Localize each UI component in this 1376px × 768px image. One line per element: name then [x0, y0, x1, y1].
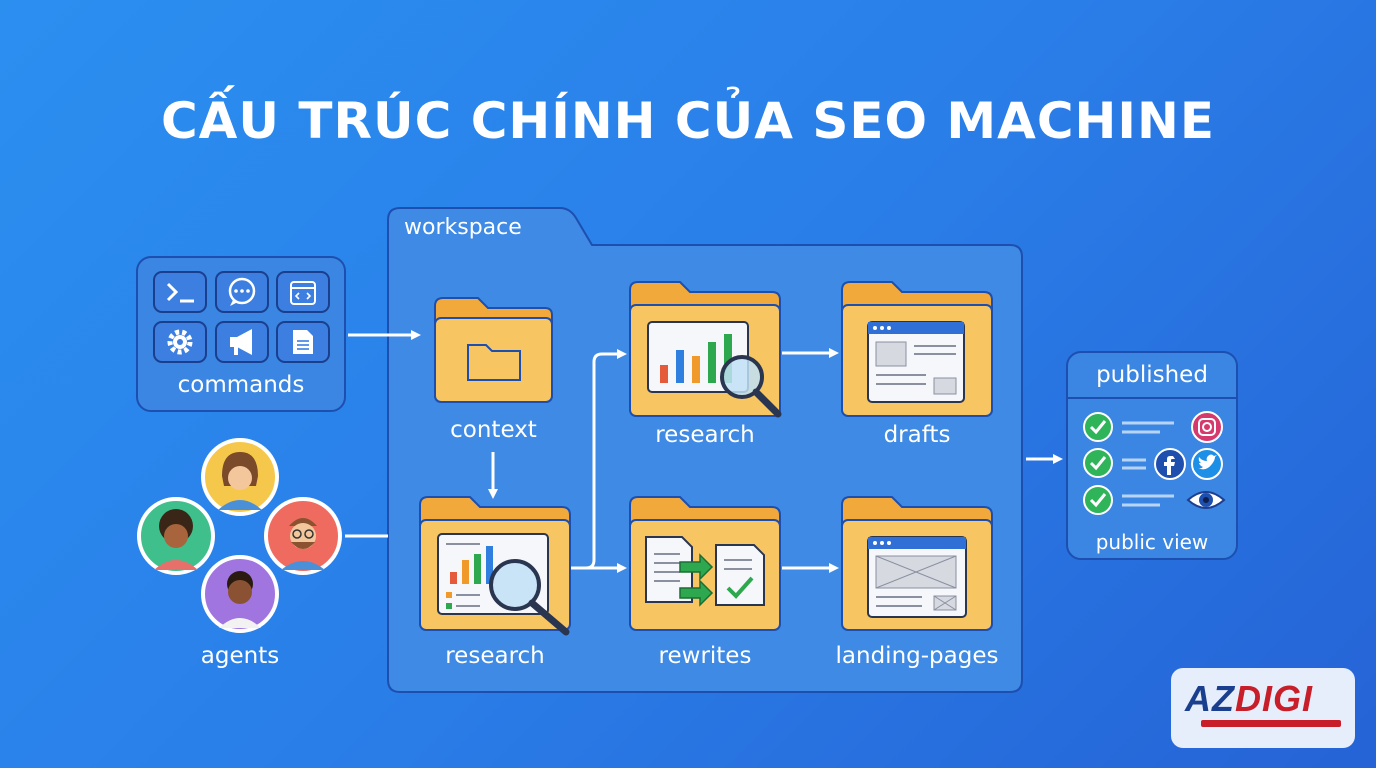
- agents-label: agents: [200, 643, 280, 669]
- research-bottom-folder-icon: [419, 496, 571, 636]
- workspace-label: workspace: [404, 215, 522, 240]
- agent-avatar-woman-2: [137, 497, 215, 575]
- terminal-icon: [153, 271, 207, 313]
- twitter-icon: [1191, 448, 1223, 480]
- published-label: published: [1096, 362, 1208, 388]
- check-icon: [1083, 412, 1113, 442]
- research-top-label[interactable]: research: [655, 422, 755, 448]
- azdigi-logo-text: AZDIGI: [1185, 678, 1314, 719]
- agent-avatar-man: [201, 555, 279, 633]
- code-calendar-icon: [276, 271, 330, 313]
- rewrites-folder-icon: [629, 496, 781, 631]
- check-icon-3: [1083, 485, 1113, 515]
- agent-avatar-man-glasses: [264, 497, 342, 575]
- research-bottom-label[interactable]: research: [445, 643, 545, 669]
- landing-pages-label[interactable]: landing-pages: [835, 643, 999, 669]
- agent-avatar-woman: [201, 438, 279, 516]
- drafts-folder-icon: [841, 281, 993, 417]
- rewrites-label[interactable]: rewrites: [658, 643, 752, 669]
- context-folder-icon: [434, 297, 553, 403]
- megaphone-icon: [215, 321, 269, 363]
- drafts-label[interactable]: drafts: [883, 422, 951, 448]
- chat-icon: [215, 271, 269, 313]
- facebook-icon: [1154, 448, 1186, 480]
- context-label[interactable]: context: [450, 417, 537, 443]
- logo-tagline-bar: [1201, 720, 1341, 727]
- landing-pages-folder-icon: [841, 496, 993, 631]
- research-top-folder-icon: [629, 281, 782, 418]
- eye-icon: [1186, 491, 1226, 509]
- public-view-label: public view: [1095, 530, 1209, 554]
- document-icon: [276, 321, 330, 363]
- commands-label: commands: [177, 372, 305, 398]
- gear-icon: [153, 321, 207, 363]
- instagram-icon: [1191, 411, 1223, 443]
- page-title: CẤU TRÚC CHÍNH CỦA SEO MACHINE: [160, 92, 1216, 150]
- check-icon-2: [1083, 448, 1113, 478]
- azdigi-logo: AZDIGI: [1171, 668, 1355, 748]
